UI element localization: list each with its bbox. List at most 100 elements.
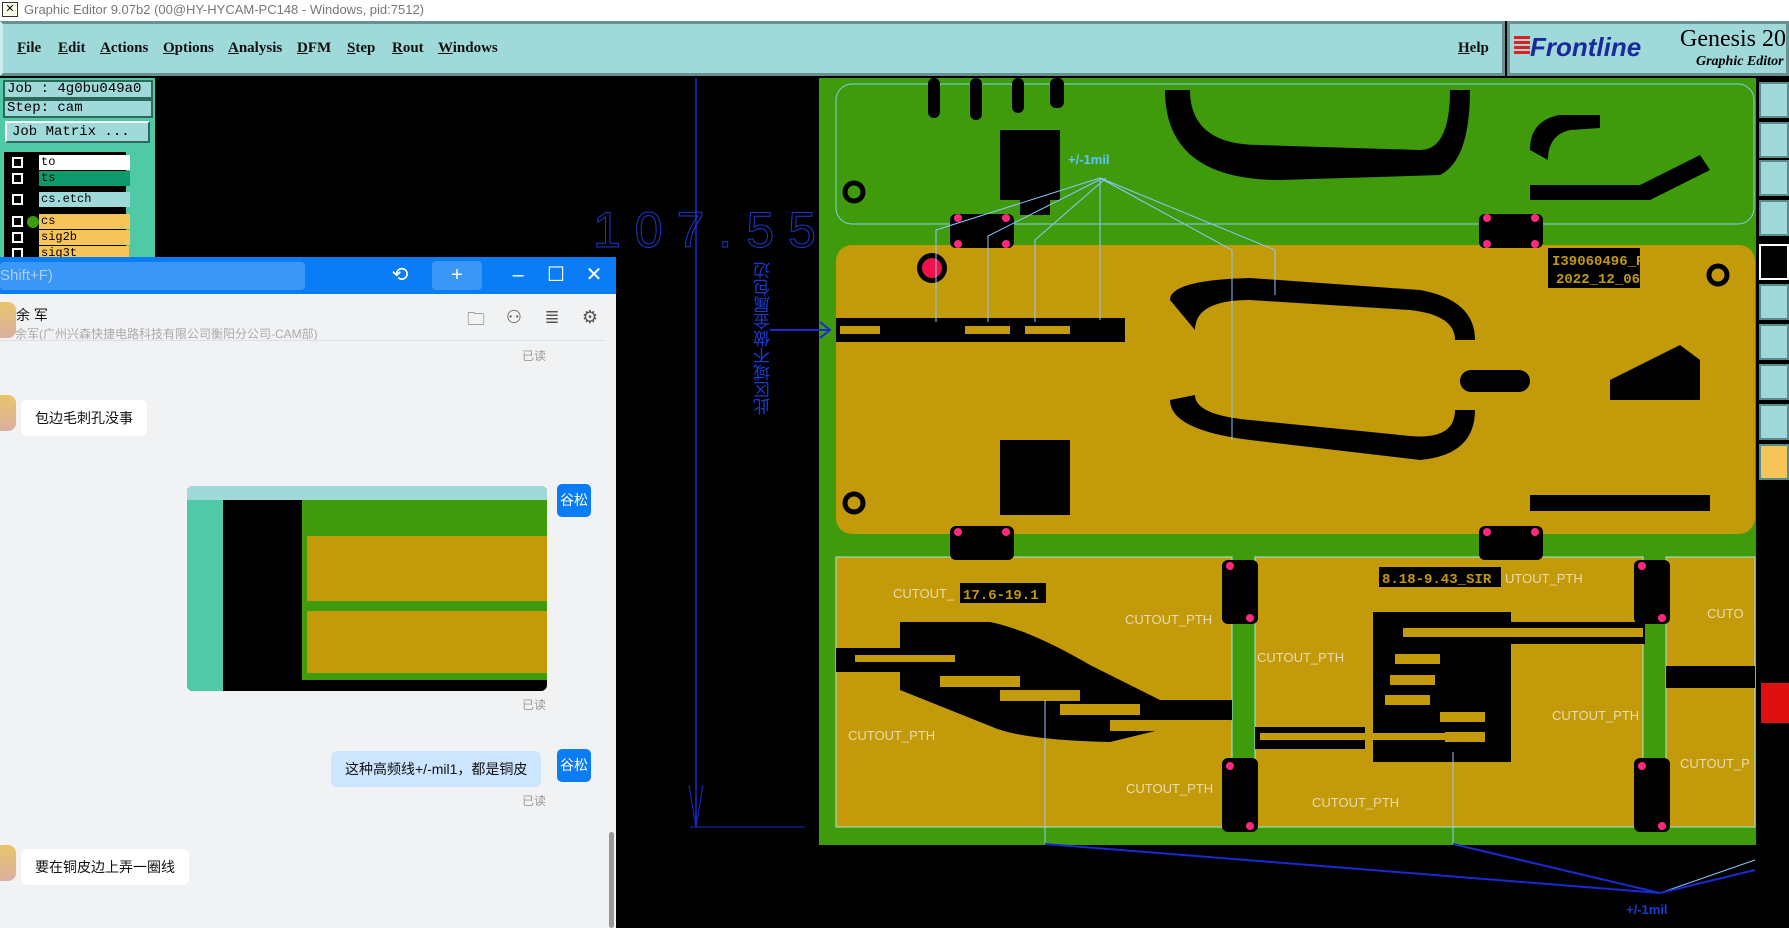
menu-dfm[interactable]: DFM <box>297 40 332 56</box>
cutout-label: CUTOUT_ <box>893 586 955 601</box>
tool-button[interactable] <box>1759 160 1789 196</box>
add-button[interactable]: + <box>432 261 482 290</box>
tolerance-label: +/-1mil <box>1068 152 1110 167</box>
cutout-label: UTOUT_PTH <box>1505 571 1583 586</box>
logo-stripes-icon <box>1514 36 1530 56</box>
layer-row[interactable]: cs.etch <box>9 192 130 208</box>
read-status: 已读 <box>522 698 547 712</box>
step-field: Step: cam <box>3 99 153 118</box>
layer-row[interactable]: sig3t <box>9 246 129 258</box>
connector-pads <box>950 214 1670 832</box>
contact-avatar <box>0 395 16 431</box>
panel-border <box>835 83 1755 225</box>
menu-file[interactable]: File <box>17 40 42 56</box>
job-matrix-button[interactable]: Job Matrix ... <box>5 121 150 143</box>
layer-checkbox[interactable] <box>12 232 23 243</box>
scrollbar[interactable] <box>609 832 614 928</box>
close-icon[interactable]: ✕ <box>585 264 603 286</box>
pointer-tool-button[interactable] <box>1759 444 1789 480</box>
canvas-note: 此区域不做金属包边 <box>754 262 773 415</box>
search-history-icon[interactable]: ≣ <box>544 307 560 327</box>
tolerance-label: +/-1mil <box>1626 902 1668 917</box>
minimize-icon[interactable]: – <box>512 264 524 286</box>
trace-stubs <box>840 326 1088 427</box>
date-label: 2022_12_06 <box>1556 272 1640 288</box>
logo-subtitle: Graphic Editor <box>1696 54 1784 69</box>
contact-subtitle: 余军(广州兴森快捷电路科技有限公司衡阳分公司-CAM部) <box>15 327 318 341</box>
maximize-icon[interactable]: ☐ <box>547 264 565 286</box>
logo-product: Genesis 20 <box>1680 26 1786 52</box>
contact-avatar <box>0 845 16 881</box>
contact-avatar[interactable] <box>0 302 16 338</box>
message-image[interactable] <box>187 486 547 691</box>
layer-checkbox[interactable] <box>12 216 23 227</box>
message-bubble[interactable]: 这种高频线+/-mil1，都是铜皮 <box>331 751 542 787</box>
window-title: Graphic Editor 9.07b2 (00@HY-HYCAM-PC148… <box>24 2 425 17</box>
part-label: I39060496_P0 <box>1552 254 1653 270</box>
cutout-label: CUTOUT_PTH <box>1552 708 1639 723</box>
cutout-label: CUTOUT_PTH <box>1312 795 1399 810</box>
search-input[interactable]: Shift+F) <box>0 262 305 290</box>
cutout-label: CUTOUT_PTH <box>1125 612 1212 627</box>
history-icon[interactable]: ⟲ <box>391 264 409 286</box>
menu-analysis[interactable]: Analysis <box>228 40 283 56</box>
message-bubble[interactable]: 要在铜皮边上弄一圈线 <box>21 849 189 885</box>
menu-rout[interactable]: Rout <box>392 40 424 56</box>
tool-button[interactable] <box>1759 122 1789 158</box>
bottom-fingers <box>855 628 1643 742</box>
title-bar: ✕ Graphic Editor 9.07b2 (00@HY-HYCAM-PC1… <box>0 0 1789 21</box>
add-user-icon[interactable]: ⚇ <box>505 307 523 327</box>
chat-window: Shift+F) ⟲ + – ☐ ✕ 余 军 余军(广州兴森快捷电路科技有限公司… <box>0 257 616 928</box>
layer-row[interactable]: ts <box>9 171 130 187</box>
my-avatar[interactable]: 谷松 <box>557 484 591 517</box>
tool-button[interactable] <box>1759 82 1789 118</box>
status-indicator <box>1761 683 1789 723</box>
tool-button[interactable] <box>1759 200 1789 236</box>
menu-edit[interactable]: Edit <box>58 40 86 56</box>
layer-checkbox[interactable] <box>12 173 23 184</box>
right-toolbar <box>1757 78 1789 928</box>
chat-titlebar: Shift+F) ⟲ + – ☐ ✕ <box>0 257 616 294</box>
cutout-label: CUTOUT_P <box>1680 756 1750 771</box>
read-status: 已读 <box>522 794 547 808</box>
menu-actions[interactable]: Actions <box>100 40 149 56</box>
logo-brand: Frontline <box>1530 32 1642 62</box>
impedance-label: 17.6-19.1 <box>963 588 1039 604</box>
menu-help[interactable]: Help <box>1458 40 1489 56</box>
dimension-value: 107.55 <box>593 202 830 258</box>
menu-bar: File Edit Actions Options Analysis DFM S… <box>0 21 1505 76</box>
my-avatar[interactable]: 谷松 <box>557 749 591 782</box>
layer-checkbox[interactable] <box>12 194 23 205</box>
tool-button[interactable] <box>1759 284 1789 320</box>
cutout-label: CUTOUT_PTH <box>1257 650 1344 665</box>
contact-name: 余 军 <box>16 307 48 323</box>
menu-options[interactable]: Options <box>163 40 214 56</box>
tool-button[interactable] <box>1759 364 1789 400</box>
menu-step[interactable]: Step <box>347 40 376 56</box>
read-status: 已读 <box>522 349 547 363</box>
tool-button[interactable] <box>1759 244 1789 280</box>
measure-lines-dark <box>770 321 1756 894</box>
layer-checkbox[interactable] <box>12 157 23 168</box>
cutout-label: CUTO <box>1707 606 1744 621</box>
active-layer-icon <box>27 216 39 228</box>
message-bubble[interactable]: 包边毛刺孔没事 <box>21 400 147 436</box>
copper-region-bottom-right <box>1665 556 1756 828</box>
menu-windows[interactable]: Windows <box>438 40 498 56</box>
job-field: Job : 4g0bu049a0 <box>3 80 153 99</box>
divider <box>0 340 605 341</box>
layer-row[interactable]: to <box>9 155 130 171</box>
folder-icon[interactable]: 🗀 <box>467 309 485 329</box>
top-traces <box>842 78 1710 215</box>
tool-button[interactable] <box>1759 404 1789 440</box>
tool-button[interactable] <box>1759 324 1789 360</box>
layer-row[interactable]: cs <box>9 214 130 230</box>
job-panel: Job : 4g0bu049a0 Step: cam Job Matrix ..… <box>0 78 155 258</box>
layer-row[interactable]: sig2b <box>9 230 130 246</box>
pcb-canvas[interactable]: 107.55 +/-1mil +/-1mil I39060496_P0 2022… <box>155 78 1757 928</box>
gear-icon[interactable]: ⚙ <box>581 307 599 327</box>
impedance-label: 8.18-9.43_SIR <box>1382 572 1492 588</box>
cutout-label: CUTOUT_PTH <box>1126 781 1213 796</box>
layer-list[interactable]: to ts cs.etch cs sig2b sig3t <box>4 152 130 258</box>
app-icon: ✕ <box>2 2 18 17</box>
